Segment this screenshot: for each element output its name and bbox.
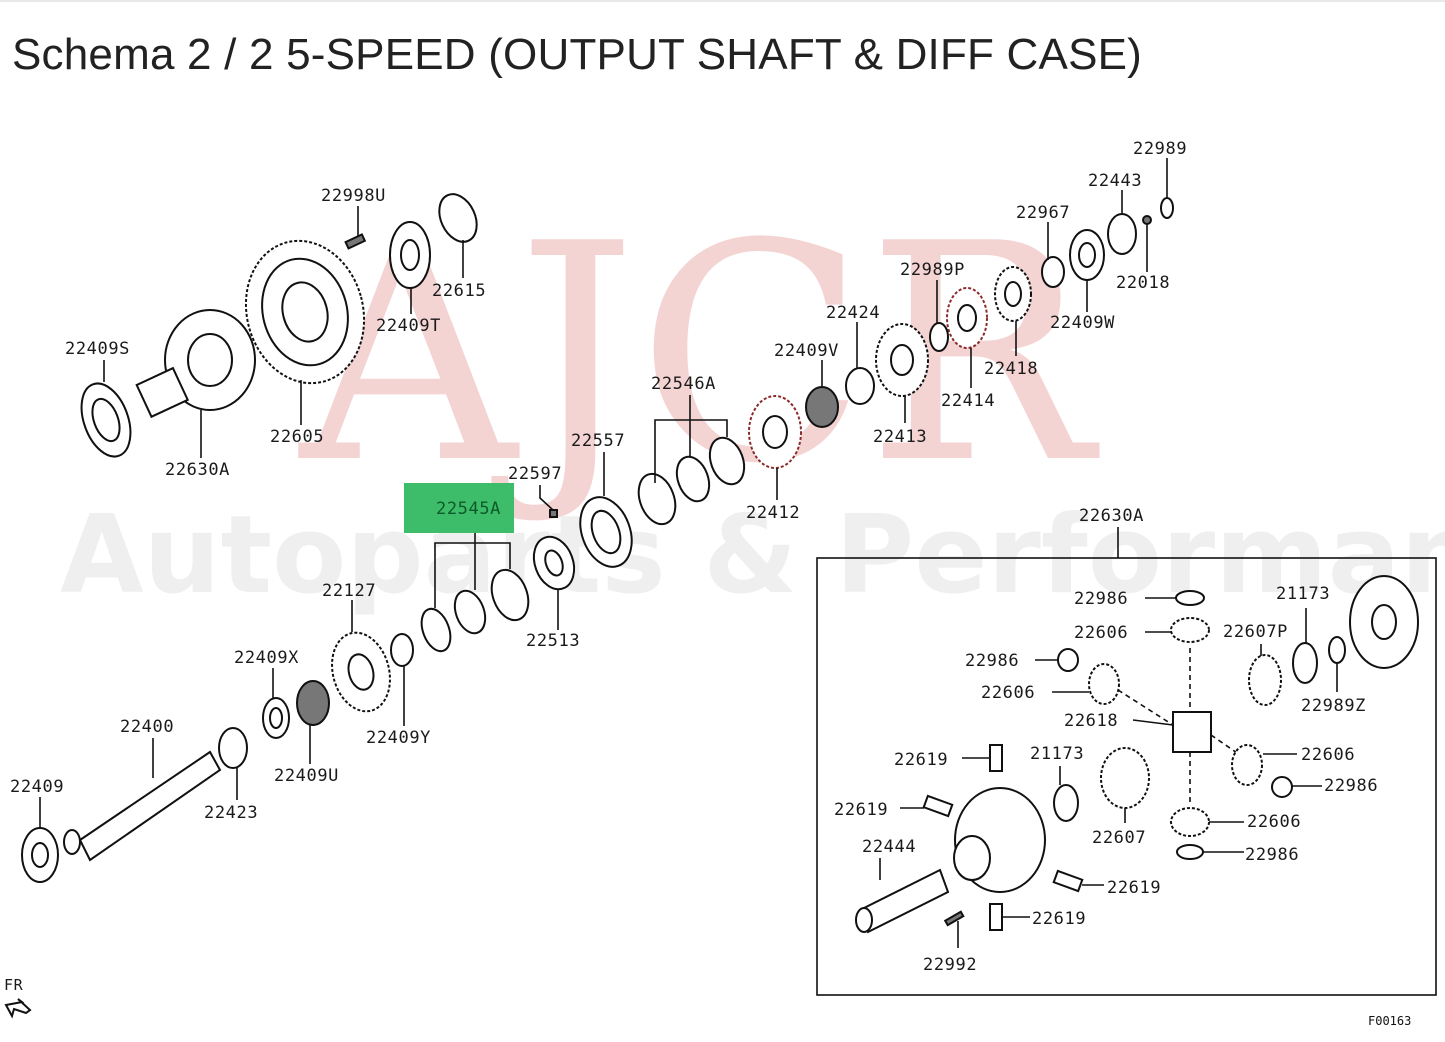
part-shim-22615[interactable] — [432, 188, 484, 248]
part-ball-22018[interactable] — [1142, 215, 1152, 225]
part-washer-22443[interactable] — [1107, 213, 1137, 255]
watermark-tagline: Autoparts & Performance — [60, 493, 1445, 618]
part-gear-22127[interactable] — [324, 626, 399, 718]
part-gear-22413[interactable] — [875, 323, 929, 397]
label-22443: 22443 — [1088, 171, 1142, 191]
part-bearing-22409W[interactable] — [1069, 229, 1105, 281]
part-output-shaft-22400[interactable] — [63, 750, 222, 862]
label-22630A-inset: 22630A — [1079, 506, 1144, 526]
label-22127: 22127 — [322, 581, 376, 601]
part-washer-22423[interactable] — [218, 727, 248, 769]
part-ring-gear-22605[interactable] — [230, 227, 379, 396]
label-22606-b: 22606 — [981, 683, 1035, 703]
label-22986-a: 22986 — [1074, 589, 1128, 609]
label-22444: 22444 — [862, 837, 916, 857]
label-21173-b: 21173 — [1030, 744, 1084, 764]
leader-lines — [39, 158, 1168, 828]
part-bearing-22409X[interactable] — [262, 697, 290, 739]
part-gear-22414[interactable] — [946, 287, 988, 349]
label-22409X: 22409X — [234, 648, 299, 668]
part-synchro-rings-22545A[interactable] — [416, 565, 535, 655]
part-collar-22967[interactable] — [1041, 256, 1065, 288]
label-22607P: 22607P — [1223, 622, 1288, 642]
part-hub-22513[interactable] — [527, 531, 581, 595]
inset-parts[interactable] — [855, 575, 1419, 948]
label-22992: 22992 — [923, 955, 977, 975]
part-needle-bearing-22409U[interactable] — [296, 680, 330, 726]
label-22605: 22605 — [270, 427, 324, 447]
part-bearing-22409T[interactable] — [389, 221, 431, 289]
label-22414: 22414 — [941, 391, 995, 411]
fr-label: FR — [4, 976, 24, 994]
label-22546A: 22546A — [651, 374, 716, 394]
label-22409W: 22409W — [1050, 313, 1115, 333]
page-title: Schema 2 / 2 5-SPEED (OUTPUT SHAFT & DIF… — [12, 30, 1143, 79]
label-22413: 22413 — [873, 427, 927, 447]
label-22409V: 22409V — [774, 341, 839, 361]
label-22597: 22597 — [508, 464, 562, 484]
label-22423: 22423 — [204, 803, 258, 823]
label-22618: 22618 — [1064, 711, 1118, 731]
label-22607: 22607 — [1092, 828, 1146, 848]
label-22545A: 22545A — [436, 499, 501, 519]
part-snap-ring-22989P[interactable] — [929, 322, 949, 352]
diff-detail-inset — [816, 557, 1437, 996]
label-22619-b: 22619 — [834, 800, 888, 820]
label-22424: 22424 — [826, 303, 880, 323]
part-washer-22409Y[interactable] — [390, 633, 414, 667]
label-22409S: 22409S — [65, 339, 130, 359]
highlight-box — [404, 483, 514, 533]
label-22606-a: 22606 — [1074, 623, 1128, 643]
label-22619-c: 22619 — [1107, 878, 1161, 898]
part-bearing-22409S[interactable] — [72, 377, 139, 463]
label-22557: 22557 — [571, 431, 625, 451]
figure-code: F00163 — [1368, 1014, 1411, 1028]
part-snap-ring-22989[interactable] — [1160, 197, 1174, 219]
label-22619-d: 22619 — [1032, 909, 1086, 929]
label-22606-d: 22606 — [1247, 812, 1301, 832]
label-22998U: 22998U — [321, 186, 386, 206]
label-22409Y: 22409Y — [366, 728, 431, 748]
label-22615: 22615 — [432, 281, 486, 301]
top-divider — [0, 0, 1445, 2]
label-22400: 22400 — [120, 717, 174, 737]
front-arrow-icon — [4, 998, 32, 1019]
label-22412: 22412 — [746, 503, 800, 523]
part-needle-bearing-22409V[interactable] — [805, 386, 839, 428]
part-sleeve-22557[interactable] — [571, 490, 641, 574]
label-22989P: 22989P — [900, 260, 965, 280]
label-22409U: 22409U — [274, 766, 339, 786]
label-22513: 22513 — [526, 631, 580, 651]
label-22986-c: 22986 — [1324, 776, 1378, 796]
label-22606-c: 22606 — [1301, 745, 1355, 765]
label-22418: 22418 — [984, 359, 1038, 379]
label-22986-d: 22986 — [1245, 845, 1299, 865]
part-collar-22424[interactable] — [845, 367, 875, 405]
part-labels: 22989 22443 22967 22018 22409W 22998U 22… — [4, 139, 1411, 1028]
part-key-22597[interactable] — [549, 509, 558, 518]
part-diff-case-22630A[interactable] — [135, 309, 256, 419]
label-22986-b: 22986 — [965, 651, 1019, 671]
label-22967: 22967 — [1016, 203, 1070, 223]
label-22619-a: 22619 — [894, 750, 948, 770]
label-22018: 22018 — [1116, 273, 1170, 293]
part-bolt-22998U[interactable] — [344, 233, 367, 250]
part-bearing-22409[interactable] — [21, 827, 59, 883]
label-22409: 22409 — [10, 777, 64, 797]
part-gear-22412[interactable] — [748, 395, 802, 469]
label-22989Z: 22989Z — [1301, 696, 1366, 716]
label-22989: 22989 — [1133, 139, 1187, 159]
part-gear-22418[interactable] — [994, 266, 1032, 322]
part-synchro-rings-22546A[interactable] — [632, 433, 750, 529]
label-22630A-top: 22630A — [165, 460, 230, 480]
label-21173-a: 21173 — [1276, 584, 1330, 604]
label-22409T: 22409T — [376, 316, 441, 336]
